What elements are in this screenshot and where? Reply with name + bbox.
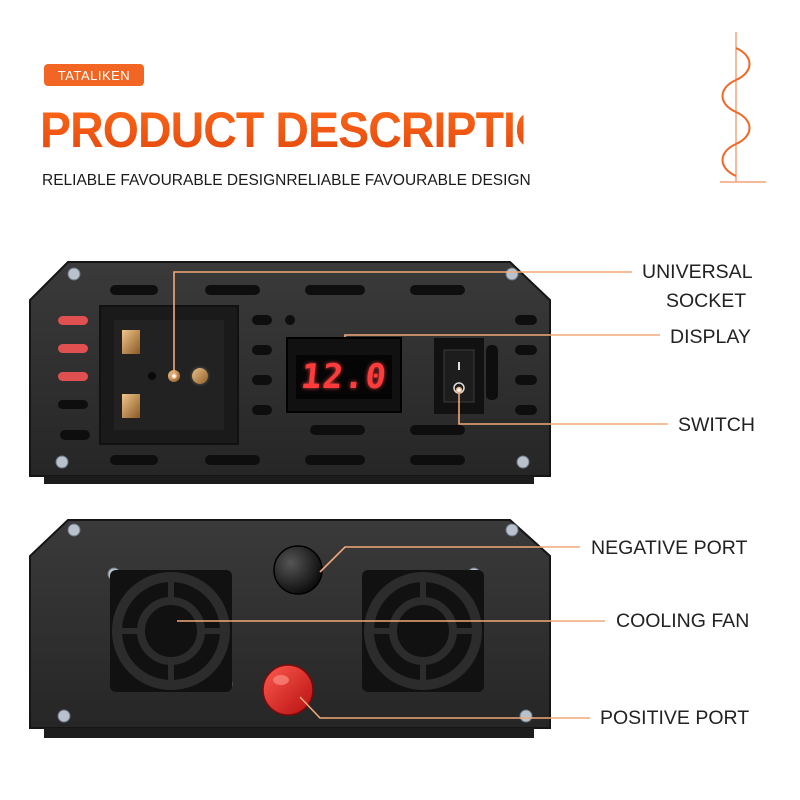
cooling-fan-right xyxy=(362,570,484,692)
front-panel xyxy=(29,261,551,484)
callout-socket-line1: UNIVERSAL xyxy=(642,261,753,283)
callout-positive-port: POSITIVE PORT xyxy=(600,707,750,729)
page-subtitle: RELIABLE FAVOURABLE DESIGNRELIABLE FAVOU… xyxy=(42,172,531,189)
sine-wave-icon xyxy=(720,32,766,183)
callout-switch: SWITCH xyxy=(678,414,755,436)
brand-badge: TATALIKEN xyxy=(44,64,144,86)
callout-cooling-fan: COOLING FAN xyxy=(616,610,750,632)
power-switch xyxy=(434,338,484,414)
cooling-fan-left xyxy=(110,570,232,692)
callout-display: DISPLAY xyxy=(670,326,751,348)
page-title: PRODUCT DESCRIPTION xyxy=(40,102,584,158)
display-reading: 12.0 xyxy=(298,357,390,397)
callout-socket-line2: SOCKET xyxy=(666,290,747,312)
callout-universal-socket: UNIVERSAL SOCKET xyxy=(642,258,753,316)
callout-negative-port: NEGATIVE PORT xyxy=(591,537,748,559)
negative-terminal xyxy=(273,545,323,595)
universal-socket xyxy=(99,305,239,445)
positive-terminal xyxy=(262,664,314,716)
rear-panel xyxy=(29,519,551,738)
